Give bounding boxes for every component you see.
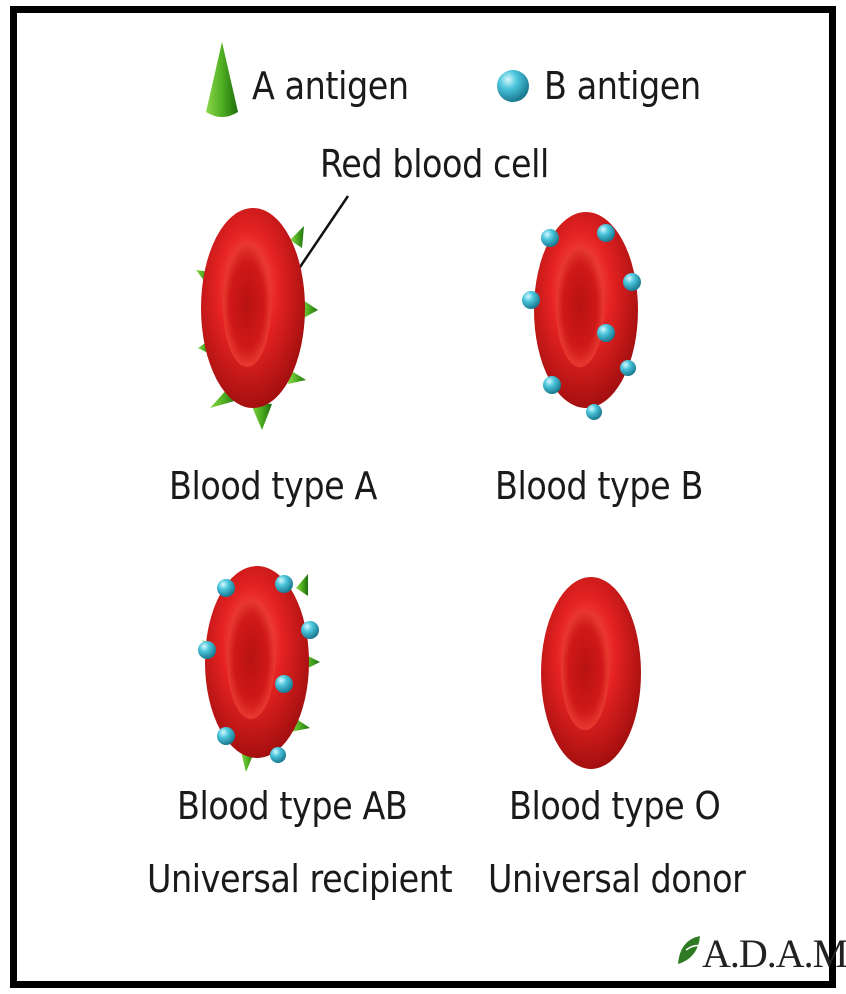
a-antigen-legend-icon (206, 42, 238, 117)
adam-brand: A.D.A.M. (702, 930, 846, 976)
universal-recipient-label: Universal recipient (147, 857, 452, 901)
blood-type-ab-label: Blood type AB (177, 784, 407, 828)
a-antigen-label: A antigen (252, 64, 409, 108)
red-blood-cell-label: Red blood cell (320, 142, 549, 186)
red-blood-cell-leader-line (298, 196, 348, 270)
blood-cell-type-a (196, 208, 318, 430)
universal-donor-label: Universal donor (488, 857, 745, 901)
adam-logo-text: A.D.A.M. (702, 930, 846, 977)
b-antigen-label: B antigen (544, 64, 701, 108)
blood-cell-type-b (522, 212, 641, 420)
blood-cell-type-ab (198, 566, 320, 772)
adam-leaf-logo (678, 936, 702, 964)
blood-cell-type-o (541, 577, 641, 769)
blood-type-o-label: Blood type O (509, 784, 720, 828)
blood-type-a-label: Blood type A (169, 464, 377, 508)
b-antigen-legend-icon (497, 70, 529, 102)
blood-type-b-label: Blood type B (495, 464, 703, 508)
